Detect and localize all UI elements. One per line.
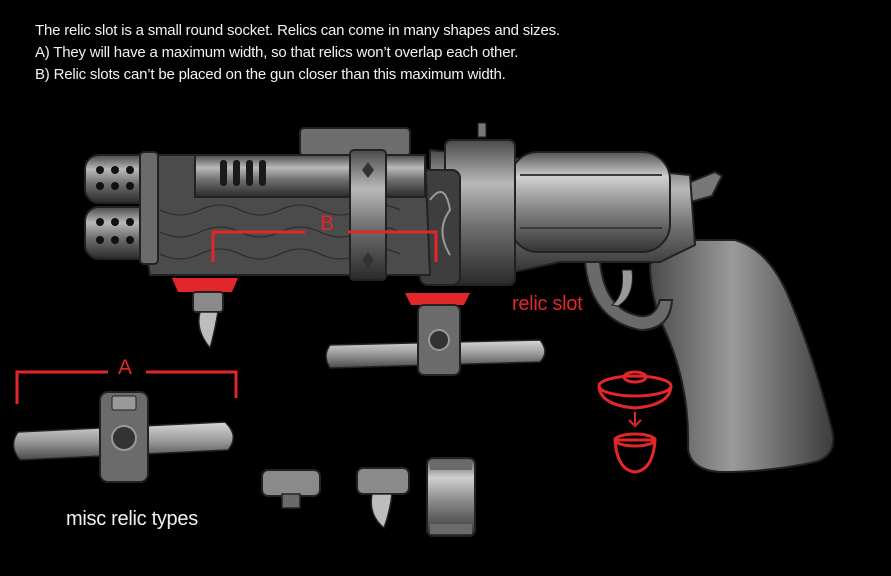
trigger	[610, 269, 633, 307]
misc-relic-canister	[426, 457, 476, 537]
label-misc-relic-types: misc relic types	[66, 508, 198, 530]
misc-relic-clip	[261, 469, 321, 509]
gun-cylinder	[509, 151, 671, 253]
label-relic-slot: relic slot	[512, 293, 583, 315]
barrel-vents	[220, 160, 266, 186]
label-b: B	[320, 212, 335, 235]
socket-diagram	[597, 370, 673, 474]
note-line-1: The relic slot is a small round socket. …	[35, 22, 560, 39]
design-notes: The relic slot is a small round socket. …	[35, 20, 560, 86]
note-line-3: B) Relic slots can’t be placed on the gu…	[35, 66, 506, 83]
relic-slot-right	[405, 293, 470, 305]
spacing-b-bracket	[211, 230, 438, 262]
gun-grip	[648, 239, 835, 474]
label-a: A	[118, 356, 133, 379]
width-a-bracket	[15, 370, 238, 404]
revolver-gun	[84, 122, 835, 474]
claw-relic-on-gun	[192, 291, 224, 350]
muzzle	[84, 151, 159, 265]
misc-relic-claw	[356, 467, 410, 530]
note-line-2: A) They will have a maximum width, so th…	[35, 44, 519, 61]
bone-relic-example	[12, 391, 234, 483]
bone-relic-on-gun	[325, 304, 546, 376]
relic-slot-left	[172, 278, 238, 292]
